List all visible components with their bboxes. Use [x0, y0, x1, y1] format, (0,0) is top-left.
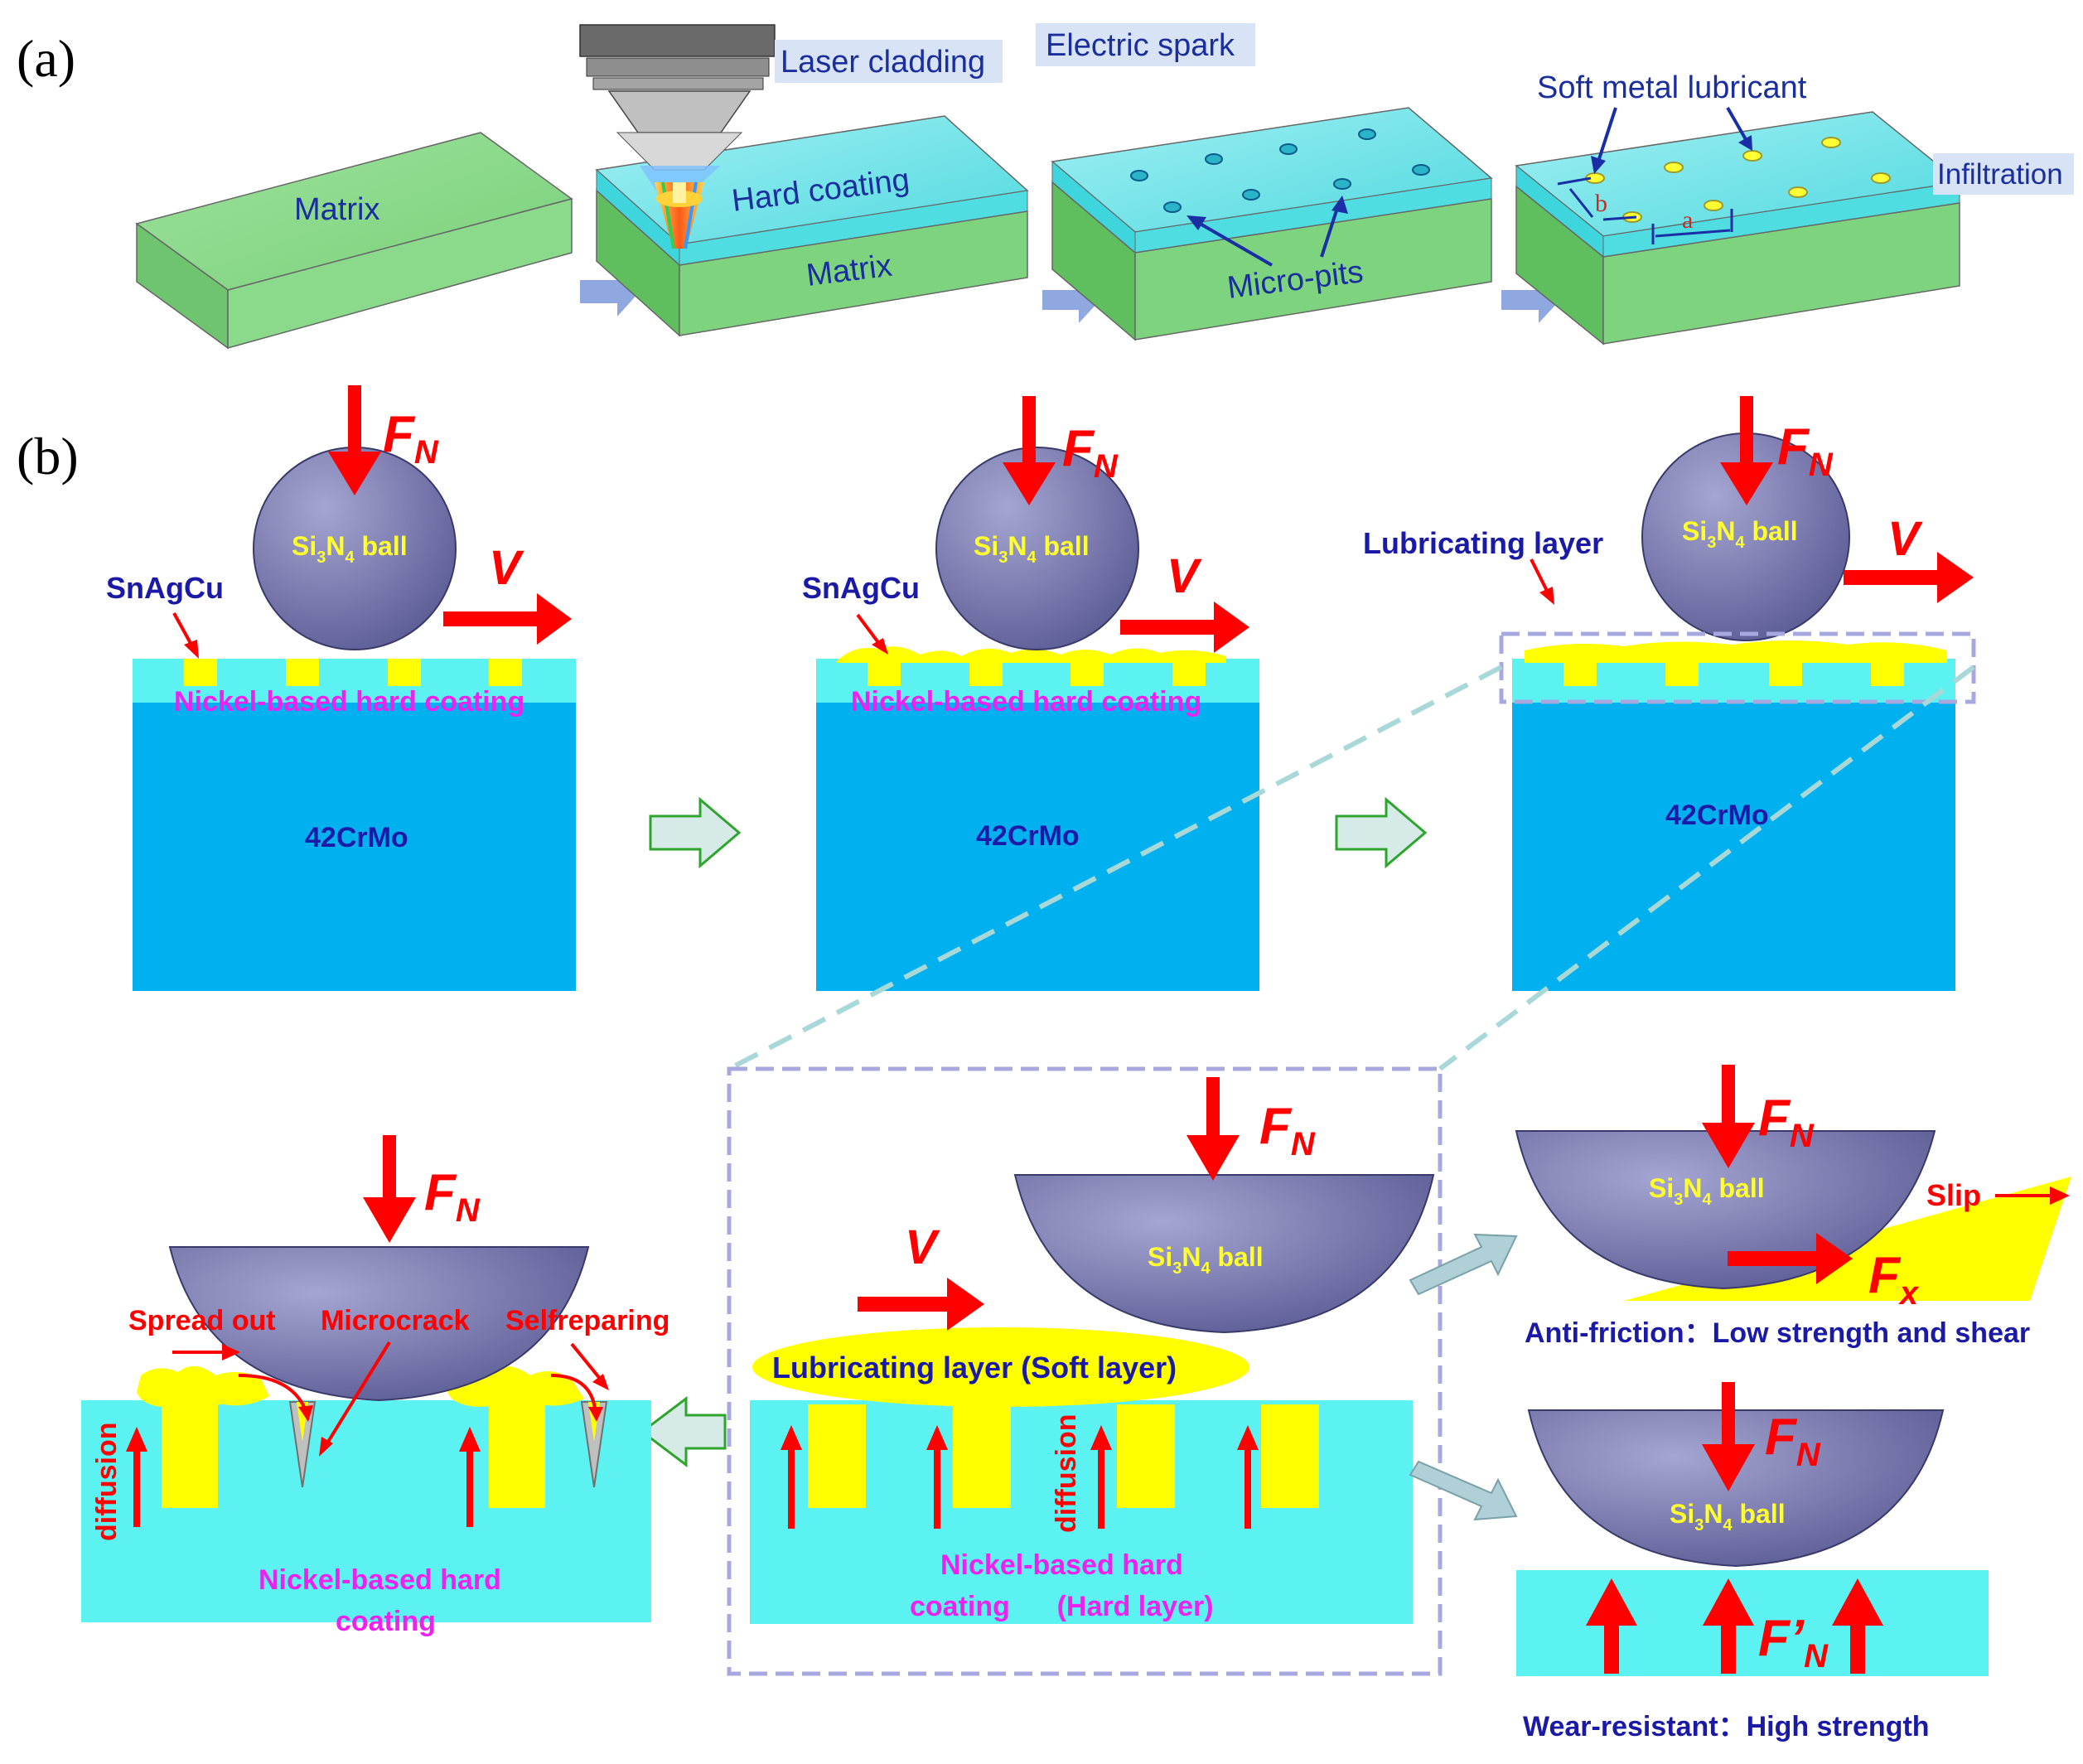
- ball-label-3: Si3N4 ball: [1682, 516, 1798, 552]
- si3n4-ball-2: [935, 447, 1139, 650]
- substrate-label-2: 42CrMo: [976, 820, 1080, 852]
- zoom-detail-box: [727, 1066, 1443, 1676]
- zoom-detail: Lubricating layer (Soft layer) Si3N4 bal…: [750, 1077, 1435, 1624]
- stage-2: Nickel-based hard coating 42CrMo Si3N4 b…: [802, 396, 1259, 991]
- soft-layer-label: Lubricating layer (Soft layer): [772, 1351, 1177, 1385]
- hard-layer-label-2: coating (Hard layer): [910, 1591, 1214, 1622]
- anti-friction-detail: Si3N4 ball FN Fx Slip Anti-friction：Low …: [1515, 1065, 2071, 1349]
- laser-cladding-label: Laser cladding: [781, 45, 985, 80]
- stage-arrow-2: [1335, 796, 1428, 869]
- branch-arrow-bottom: [1409, 1460, 1518, 1521]
- infiltration-block: b a: [1515, 107, 1961, 346]
- nickel-label-left-2: coating: [336, 1606, 436, 1637]
- stage-arrow-1: [649, 796, 742, 869]
- velocity-label-2: V: [1167, 549, 1202, 603]
- reaction-arrows: [1586, 1578, 1883, 1674]
- diffusion-label-zoom: diffusion: [1051, 1414, 1082, 1533]
- self-repairing-label: Selfreparing: [505, 1305, 669, 1336]
- force-fn-label-2: FN: [1062, 420, 1119, 485]
- laser-cladding-label-bg: [775, 40, 1003, 83]
- anti-friction-label: Anti-friction：Low strength and shear: [1525, 1317, 2030, 1349]
- si3n4-hemisphere-zoom: [1013, 1174, 1435, 1334]
- diffusion-label-left: diffusion: [91, 1422, 123, 1541]
- force-fn-label-3: FN: [1777, 418, 1834, 483]
- force-fn-label-wear: FN: [1765, 1409, 1821, 1473]
- diffusion-arrows-left: [126, 1427, 481, 1527]
- matrix-block: Matrix: [135, 132, 573, 350]
- velocity-label-3: V: [1887, 512, 1923, 566]
- dimension-b: b: [1595, 190, 1607, 217]
- infiltration-label-bg: [1933, 153, 2074, 195]
- wear-resistant-detail: Si3N4 ball FN F’N Wear-resistant：High st…: [1516, 1382, 1989, 1742]
- micro-pits-block: Micro-pits: [1051, 107, 1493, 341]
- ball-label-wear: Si3N4 ball: [1670, 1499, 1786, 1534]
- hard-coating-block: Hard coating Matrix: [595, 115, 1029, 337]
- velocity-label-zoom: V: [905, 1220, 940, 1274]
- diffusion-arrows-zoom: [781, 1425, 1259, 1529]
- spread-out-label: Spread out: [128, 1305, 276, 1336]
- force-fn-label-1: FN: [383, 406, 439, 471]
- substrate-label-1: 42CrMo: [305, 822, 408, 853]
- panel-b-label: (b): [17, 427, 79, 486]
- wear-resistant-label: Wear-resistant：High strength: [1523, 1711, 1930, 1742]
- zoom-guide-right: [1438, 665, 1975, 1071]
- si3n4-hemisphere-wear: [1527, 1409, 1945, 1568]
- zoom-guide-left: [727, 665, 1503, 1071]
- ball-label-zoom: Si3N4 ball: [1148, 1242, 1264, 1278]
- lubricating-layer-label-3: Lubricating layer: [1363, 526, 1603, 560]
- nickel-coating-label-1: Nickel-based hard coating: [174, 686, 524, 718]
- stage-arrow-left: [640, 1395, 727, 1468]
- electric-spark-label-bg: [1036, 23, 1255, 66]
- hard-layer-label-1: Nickel-based hard: [940, 1549, 1183, 1581]
- microcrack-label: Microcrack: [321, 1305, 470, 1336]
- force-fn-prime-label: F’N: [1758, 1610, 1829, 1675]
- self-repair-detail: FN Spread out Microcrack Selfreparing di…: [81, 1135, 669, 1637]
- electric-spark-label: Electric spark: [1046, 28, 1235, 63]
- panel-a-label: (a): [17, 29, 75, 88]
- snagcu-label-1: SnAgCu: [106, 571, 224, 605]
- force-fn-label-left: FN: [424, 1164, 481, 1229]
- laser-cladding-head: [579, 24, 776, 249]
- dimension-markers: [1557, 176, 1733, 244]
- nickel-coating-label-2: Nickel-based hard coating: [851, 686, 1201, 718]
- micro-pit-dots: [1130, 128, 1430, 213]
- infiltration-label: Infiltration: [1937, 158, 2063, 191]
- ball-label-2: Si3N4 ball: [974, 531, 1090, 567]
- force-fn-label-friction: FN: [1758, 1090, 1815, 1154]
- slip-label: Slip: [1926, 1178, 1981, 1212]
- force-fx-label: Fx: [1868, 1247, 1920, 1312]
- stage-1: Nickel-based hard coating 42CrMo Si3N4 b…: [106, 385, 576, 991]
- nickel-label-left-1: Nickel-based hard: [259, 1564, 501, 1596]
- substrate-label-3: 42CrMo: [1665, 800, 1769, 831]
- soft-metal-lubricant-label: Soft metal lubricant: [1537, 70, 1807, 105]
- ball-label-friction: Si3N4 ball: [1649, 1173, 1765, 1209]
- velocity-label-1: V: [489, 541, 524, 595]
- snagcu-label-2: SnAgCu: [802, 571, 920, 605]
- branch-arrow-top: [1409, 1233, 1518, 1296]
- force-fn-label-zoom: FN: [1259, 1098, 1316, 1162]
- matrix-label: Matrix: [294, 192, 379, 227]
- si3n4-hemisphere-left: [168, 1246, 590, 1402]
- ball-label-1: Si3N4 ball: [292, 531, 408, 567]
- dimension-a: a: [1682, 206, 1693, 234]
